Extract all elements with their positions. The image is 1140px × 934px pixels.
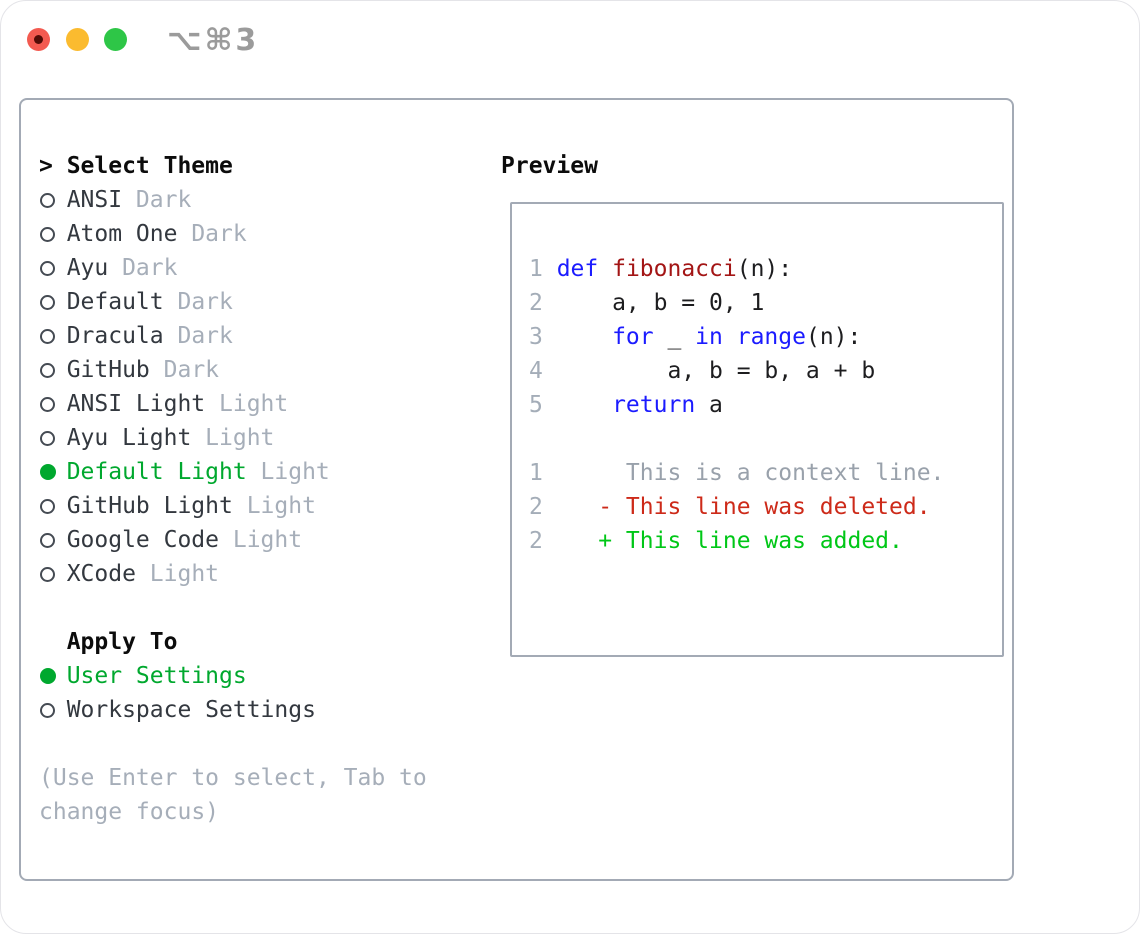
- zoom-button[interactable]: [104, 28, 127, 51]
- diff-added-line: 2 + This line was added.: [529, 524, 1002, 558]
- apply-to-header: Apply To: [39, 625, 427, 659]
- line-number: 3: [529, 324, 543, 350]
- theme-variant-tag: Light: [246, 493, 316, 519]
- theme-variant-tag: Light: [205, 425, 275, 451]
- theme-variant-tag: Dark: [177, 323, 233, 349]
- radio-unselected-icon: [39, 192, 67, 208]
- radio-unselected-icon: [39, 328, 67, 344]
- code-line: 3 for _ in range(n):: [529, 320, 1002, 354]
- radio-unselected-icon: [39, 226, 67, 242]
- spacer: [39, 727, 427, 761]
- theme-variant-tag: Light: [149, 561, 220, 587]
- theme-variant-tag: Light: [232, 527, 303, 553]
- theme-variant-tag: Dark: [191, 221, 247, 247]
- theme-variant-tag: Dark: [163, 357, 220, 383]
- apply-option-workspace-settings[interactable]: Workspace Settings: [39, 693, 427, 727]
- section-title: Apply To: [66, 629, 178, 655]
- radio-unselected-icon: [39, 362, 67, 378]
- cursor-arrow-icon: >: [39, 153, 53, 179]
- radio-selected-icon: [39, 464, 67, 480]
- apply-option-user-settings[interactable]: User Settings: [39, 659, 427, 693]
- line-number: 1: [529, 460, 543, 486]
- preview-header: Preview: [501, 153, 598, 179]
- theme-variant-tag: Light: [260, 459, 330, 485]
- select-theme-header: > Select Theme: [39, 149, 427, 183]
- help-text-line-1: (Use Enter to select, Tab to: [39, 765, 427, 791]
- theme-variant-tag: Dark: [177, 289, 233, 315]
- radio-unselected-icon: [39, 532, 67, 548]
- line-number: 2: [529, 494, 543, 520]
- radio-unselected-icon: [39, 396, 67, 412]
- radio-unselected-icon: [39, 702, 67, 718]
- radio-unselected-icon: [39, 294, 67, 310]
- code-line: 5 return a: [529, 388, 1002, 422]
- window-title: ⌥⌘3: [167, 23, 260, 58]
- spacer: [39, 591, 427, 625]
- diff-deleted-line: 2 - This line was deleted.: [529, 490, 1002, 524]
- radio-selected-icon: [39, 668, 67, 684]
- section-title: Select Theme: [66, 153, 233, 179]
- theme-variant-tag: Dark: [122, 255, 178, 281]
- radio-unselected-icon: [39, 498, 67, 514]
- close-dot-icon: [34, 35, 43, 44]
- theme-variant-tag: Light: [219, 391, 289, 417]
- radio-unselected-icon: [39, 430, 67, 446]
- code-line: 4 a, b = b, a + b: [529, 354, 1002, 388]
- line-number: 4: [529, 358, 543, 384]
- theme-variant-tag: Dark: [135, 187, 192, 213]
- help-text-line-2: change focus): [39, 799, 220, 825]
- line-number: 5: [529, 392, 543, 418]
- minimize-button[interactable]: [66, 28, 89, 51]
- diff-context-line: 1 This is a context line.: [529, 456, 1002, 490]
- line-number: 1: [529, 256, 543, 282]
- close-button[interactable]: [27, 28, 50, 51]
- radio-unselected-icon: [39, 260, 67, 276]
- line-number: 2: [529, 528, 543, 554]
- line-number: 2: [529, 290, 543, 316]
- radio-unselected-icon: [39, 566, 67, 582]
- blank-line: [529, 422, 1002, 456]
- code-line: 2 a, b = 0, 1: [529, 286, 1002, 320]
